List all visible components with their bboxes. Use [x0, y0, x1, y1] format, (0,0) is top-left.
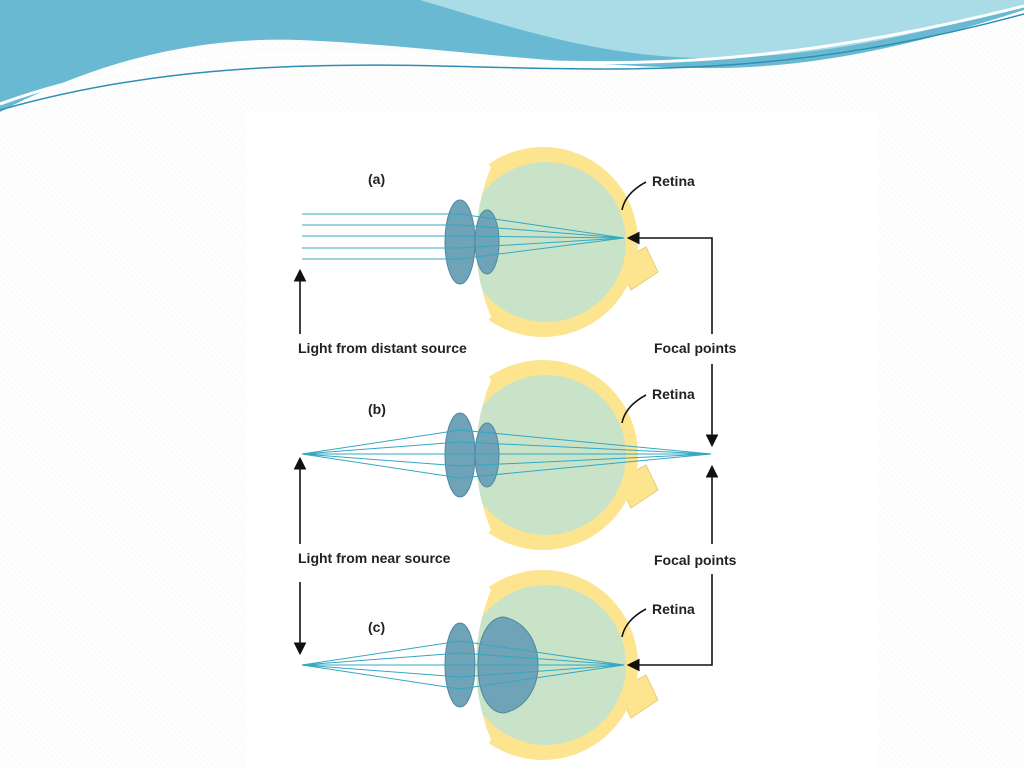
- label-light-distant: Light from distant source: [298, 340, 467, 356]
- annotation-arrows: [293, 181, 719, 672]
- label-focal-points-top: Focal points: [654, 340, 737, 356]
- label-light-near: Light from near source: [298, 550, 451, 566]
- header-wave-banner: [0, 0, 1024, 112]
- eye-b: [301, 360, 712, 550]
- eye-diagram: (a) (b) (c) Retina Retina Retina Focal p…: [293, 147, 737, 760]
- label-retina-a: Retina: [652, 173, 695, 189]
- label-retina-c: Retina: [652, 601, 695, 617]
- rays-near-unfocused: [301, 429, 712, 479]
- label-focal-points-bottom: Focal points: [654, 552, 737, 568]
- rays-near-focused: [301, 640, 625, 690]
- rays-distant: [302, 213, 625, 260]
- label-a: (a): [368, 171, 385, 187]
- label-c: (c): [368, 619, 385, 635]
- eye-a: [302, 147, 659, 337]
- label-retina-b: Retina: [652, 386, 695, 402]
- eye-c: [301, 570, 659, 760]
- label-b: (b): [368, 401, 386, 417]
- eye-focusing-figure: (a) (b) (c) Retina Retina Retina Focal p…: [246, 112, 878, 768]
